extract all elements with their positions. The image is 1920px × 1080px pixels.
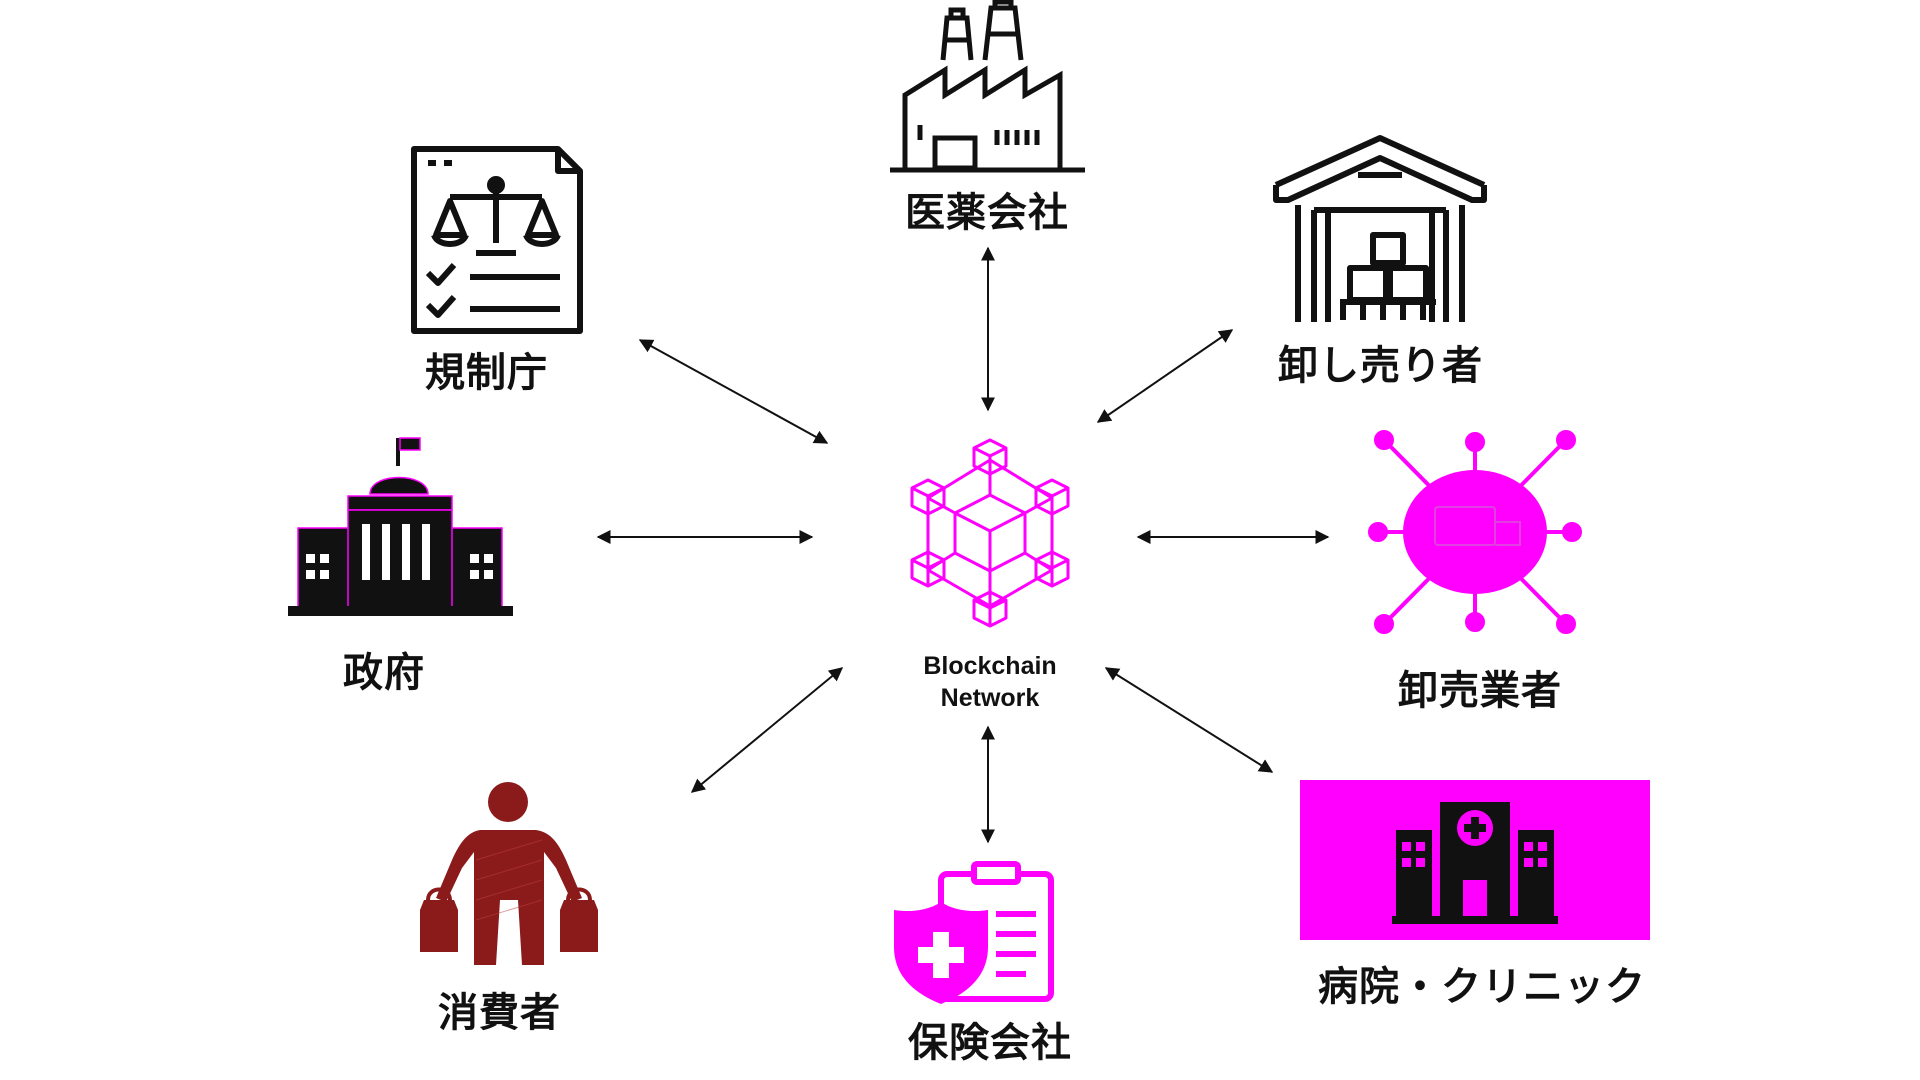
consumer-node — [410, 780, 605, 970]
warehouse-icon — [1273, 135, 1487, 322]
insurance-node — [886, 861, 1061, 1007]
government-node — [288, 436, 513, 626]
hospital-label: 病院・クリニック — [1318, 964, 1646, 1010]
regulator-node — [410, 145, 585, 335]
arrow-consumer — [690, 667, 844, 793]
hospital-building-icon — [1300, 780, 1650, 940]
arrow-regulator — [638, 339, 829, 444]
hospital-node — [1300, 780, 1650, 940]
wholesaler-node — [1360, 430, 1590, 634]
center-label-line1: Blockchain — [923, 652, 1057, 680]
arrow-hospital — [1104, 667, 1274, 773]
blockchain-network-label: Blockchain Network — [880, 650, 1100, 714]
government-label: 政府 — [343, 650, 425, 696]
blockchain-cube-network-icon — [910, 438, 1070, 628]
insurance-label: 保険会社 — [908, 1020, 1072, 1066]
distributor-node — [1268, 130, 1493, 330]
legal-document-scales-icon — [411, 146, 583, 334]
regulator-label: 規制庁 — [425, 350, 548, 396]
factory-icon — [890, 0, 1085, 173]
government-building-icon — [288, 437, 513, 616]
blockchain-network-node — [880, 430, 1100, 640]
pharma-label: 医薬会社 — [905, 190, 1069, 236]
shield-clipboard-icon — [894, 861, 1054, 1004]
center-label-line2: Network — [940, 684, 1040, 712]
distributor-label: 卸し売り者 — [1278, 343, 1483, 389]
virus-cell-network-icon — [1368, 430, 1582, 634]
arrow-distributor — [1096, 329, 1234, 423]
shopper-with-bags-icon — [420, 782, 598, 965]
consumer-label: 消費者 — [438, 990, 561, 1036]
pharma-node — [885, 0, 1090, 175]
wholesaler-label: 卸売業者 — [1398, 668, 1562, 714]
